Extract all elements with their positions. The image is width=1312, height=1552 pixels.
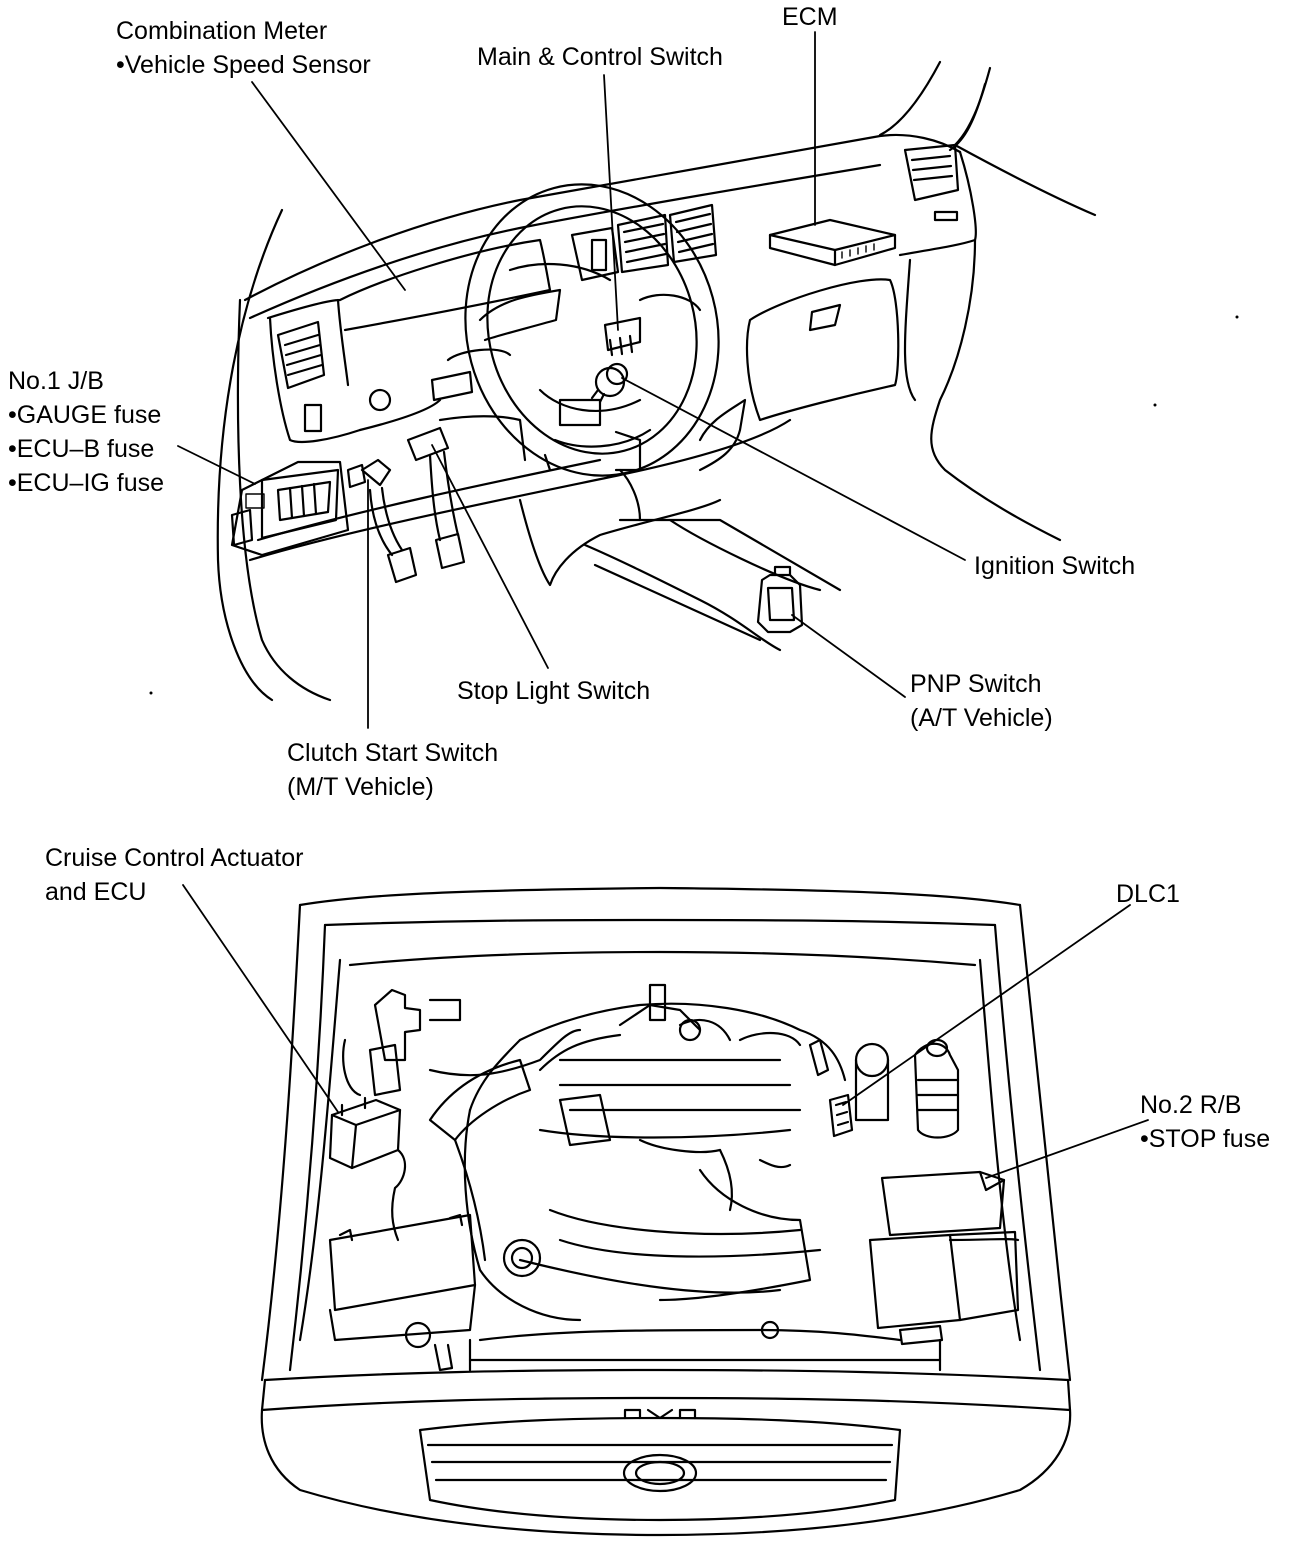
- stop-fuse-item: •STOP fuse: [1140, 1125, 1271, 1153]
- main-control-switch-label: Main & Control Switch: [477, 43, 723, 71]
- cruise-control-actuator-title: Cruise Control Actuator: [45, 844, 304, 872]
- clutch-start-switch-note: (M/T Vehicle): [287, 773, 434, 801]
- combination-meter-title: Combination Meter: [116, 17, 328, 45]
- no1-jb-label: No.1 J/B •GAUGE fuse •ECU–B fuse •ECU–IG…: [8, 364, 164, 500]
- pnp-switch-label: PNP Switch (A/T Vehicle): [910, 667, 1053, 735]
- combination-meter-label: Combination Meter •Vehicle Speed Sensor: [116, 14, 371, 82]
- no2-rb-title: No.2 R/B: [1140, 1091, 1242, 1119]
- cruise-control-actuator-label: Cruise Control Actuator and ECU: [45, 841, 303, 909]
- clutch-start-switch-label: Clutch Start Switch (M/T Vehicle): [287, 736, 498, 804]
- cruise-control-actuator-line2: and ECU: [45, 878, 147, 906]
- leader-lines: [177, 31, 1149, 1179]
- ecu-ig-fuse-item: •ECU–IG fuse: [8, 469, 165, 497]
- no1-jb-title: No.1 J/B: [8, 367, 104, 395]
- no2-rb-label: No.2 R/B •STOP fuse: [1140, 1088, 1270, 1156]
- ignition-switch-label: Ignition Switch: [974, 552, 1136, 580]
- vehicle-speed-sensor-item: •Vehicle Speed Sensor: [116, 51, 371, 79]
- ecm-label: ECM: [782, 3, 838, 31]
- pnp-switch-note: (A/T Vehicle): [910, 704, 1053, 732]
- stop-light-switch-label: Stop Light Switch: [457, 677, 651, 705]
- ecu-b-fuse-item: •ECU–B fuse: [8, 435, 155, 463]
- pnp-switch-title: PNP Switch: [910, 670, 1042, 698]
- dlc1-label: DLC1: [1116, 880, 1180, 908]
- clutch-start-switch-title: Clutch Start Switch: [287, 739, 499, 767]
- dashboard-illustration: [216, 60, 1097, 702]
- engine-bay-illustration: [260, 886, 1072, 1537]
- gauge-fuse-item: •GAUGE fuse: [8, 401, 162, 429]
